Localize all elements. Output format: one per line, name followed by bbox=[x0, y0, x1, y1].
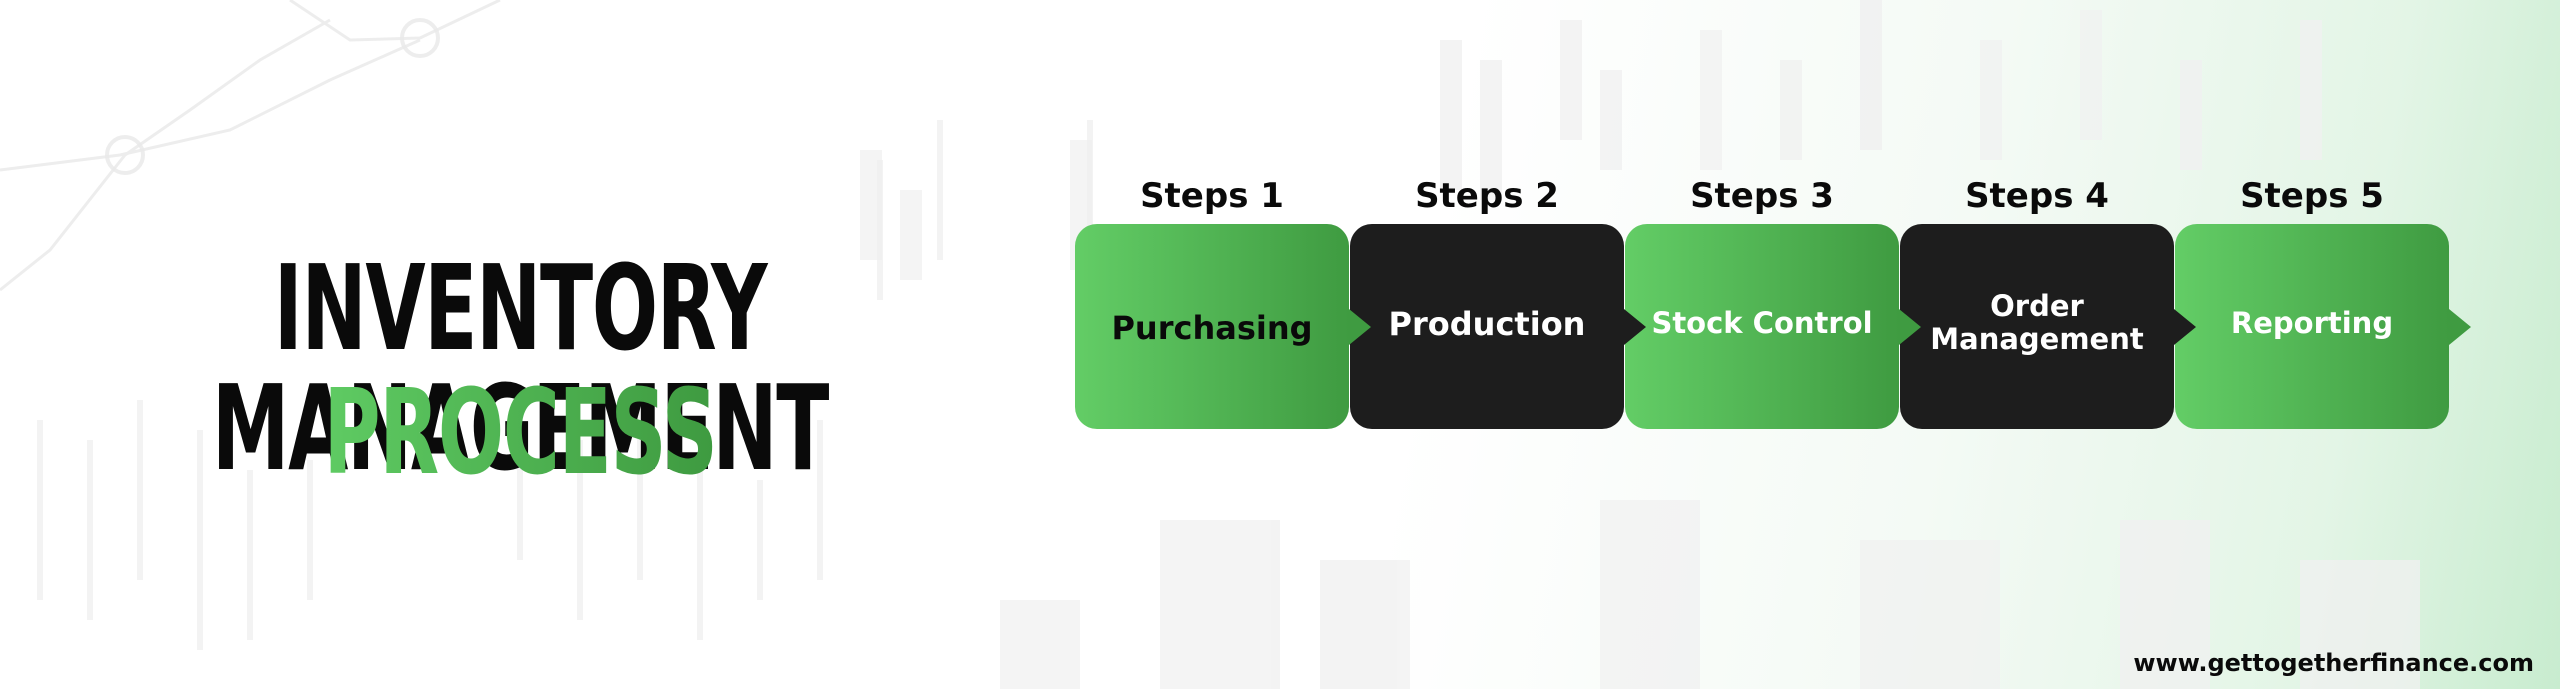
step-2-name: Production bbox=[1388, 304, 1586, 343]
step-1-box: Purchasing bbox=[1075, 224, 1371, 429]
step-5-label: Steps 5 bbox=[2240, 176, 2384, 216]
step-1-arrow bbox=[1349, 308, 1371, 345]
step-4-label: Steps 4 bbox=[1965, 176, 2109, 216]
step-2-arrow bbox=[1624, 308, 1646, 345]
footer-website-url: www.gettogetherfinance.com bbox=[2133, 649, 2534, 677]
step-1-name: Purchasing bbox=[1111, 308, 1313, 347]
step-3-name: Stock Control bbox=[1651, 306, 1873, 340]
step-4-arrow bbox=[2174, 308, 2196, 345]
step-2-box: Production bbox=[1350, 224, 1646, 429]
step-4-name: Order Management bbox=[1930, 288, 2144, 356]
step-4-box: Order Management bbox=[1900, 224, 2196, 429]
step-3-box: Stock Control bbox=[1625, 224, 1921, 429]
step-5-arrow bbox=[2449, 308, 2471, 345]
step-3-label: Steps 3 bbox=[1690, 176, 1834, 216]
step-1-label: Steps 1 bbox=[1140, 176, 1284, 216]
page-title-line-2: PROCESS bbox=[203, 372, 837, 492]
step-2-label: Steps 2 bbox=[1415, 176, 1559, 216]
step-3-arrow bbox=[1899, 308, 1921, 345]
page-title-highlight: PROCESS bbox=[323, 363, 717, 501]
page-title-line-1: INVENTORY MANAGEMENT bbox=[212, 239, 829, 488]
step-5-name: Reporting bbox=[2230, 306, 2394, 340]
step-5-box: Reporting bbox=[2175, 224, 2471, 429]
